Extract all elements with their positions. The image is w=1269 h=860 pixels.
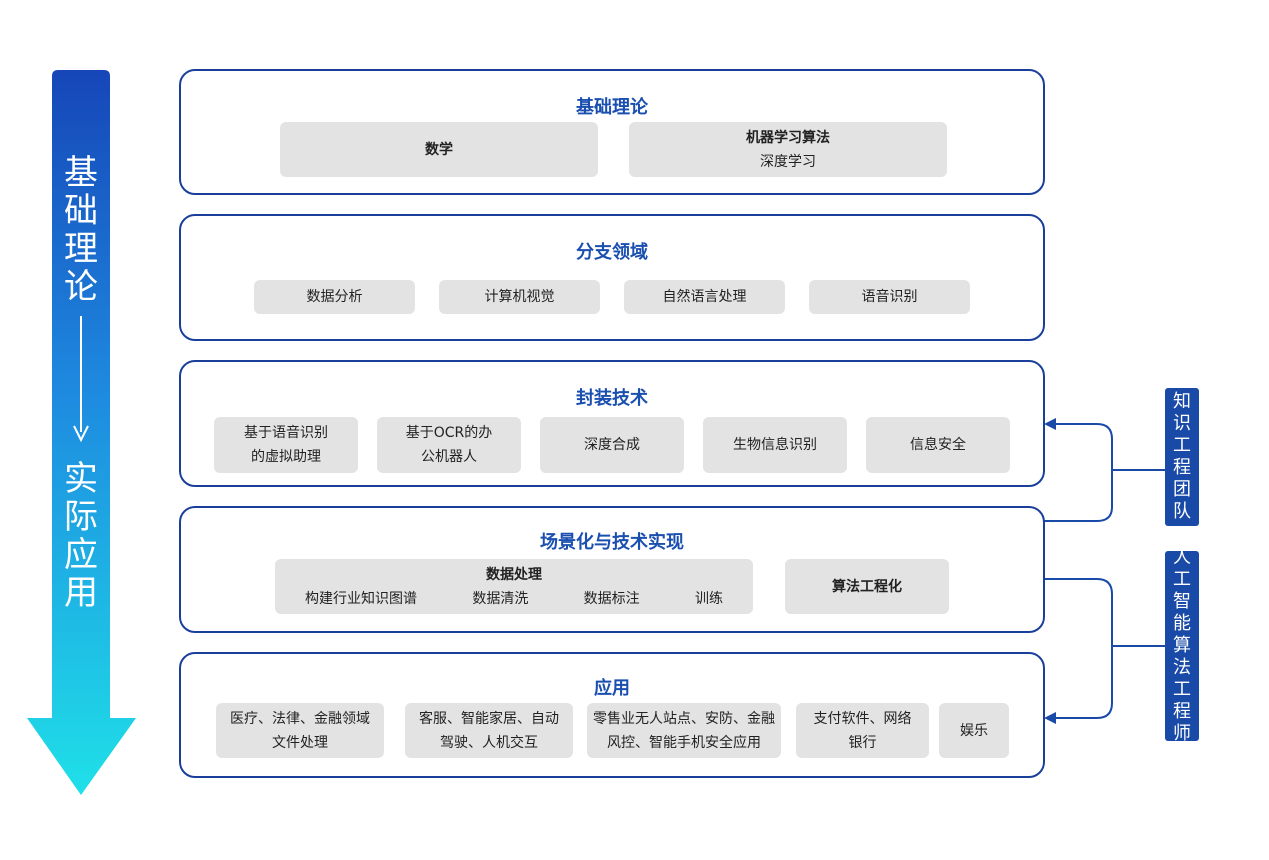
box-app-medical-legal: 医疗、法律、金融领域 文件处理 (216, 703, 384, 758)
team-knowledge-engineering-label: 知识工程团队 (1173, 391, 1191, 522)
team-knowledge-engineering: 知识工程团队 (1165, 388, 1199, 526)
box-app-medical-legal-line2: 文件处理 (272, 734, 328, 751)
layer-title-basic-theory: 基础理论 (576, 97, 648, 118)
box-data-processing-title: 数据处理 (486, 566, 542, 583)
layer-application: 应用 医疗、法律、金融领域 文件处理 客服、智能家居、自动 驾驶、人机交互 零售… (179, 652, 1045, 778)
box-virtual-assistant-line2: 的虚拟助理 (251, 449, 321, 465)
layer-basic-theory: 基础理论 数学 机器学习算法 深度学习 (179, 69, 1045, 195)
box-app-retail-security-line1: 零售业无人站点、安防、金融 (593, 710, 775, 727)
box-app-service-home-line2: 驾驶、人机交互 (440, 734, 538, 751)
step-data-labeling: 数据标注 (583, 590, 640, 607)
layer-scenario-implementation: 场景化与技术实现 数据处理 构建行业知识图谱 数据清洗 数据标注 训练 算法工程… (179, 506, 1045, 633)
step-knowledge-graph: 构建行业知识图谱 (305, 590, 417, 607)
box-ocr-robot: 基于OCR的办 公机器人 (377, 417, 521, 473)
box-math: 数学 (280, 122, 598, 177)
box-info-security-label: 信息安全 (910, 437, 966, 453)
box-deep-synthesis: 深度合成 (540, 417, 684, 473)
box-algorithm-engineering: 算法工程化 (785, 559, 949, 614)
box-ml-algorithms: 机器学习算法 深度学习 (629, 122, 947, 177)
box-app-payment: 支付软件、网络 银行 (796, 703, 929, 758)
box-algorithm-engineering-label: 算法工程化 (832, 578, 902, 595)
box-virtual-assistant: 基于语音识别 的虚拟助理 (214, 417, 358, 473)
box-app-medical-legal-line1: 医疗、法律、金融领域 (230, 710, 370, 727)
box-ml-sub: 深度学习 (760, 153, 816, 170)
team-ai-algorithm-engineer-label: 人工智能算法工程师 (1173, 547, 1191, 744)
box-data-processing: 数据处理 构建行业知识图谱 数据清洗 数据标注 训练 (275, 559, 753, 614)
box-app-retail-security: 零售业无人站点、安防、金融 风控、智能手机安全应用 (587, 703, 781, 758)
box-virtual-assistant-line1: 基于语音识别 (244, 425, 328, 441)
box-app-payment-line2: 银行 (848, 734, 877, 751)
box-app-payment-line1: 支付软件、网络 (813, 710, 912, 727)
layer-branch-fields: 分支领域 数据分析 计算机视觉 自然语言处理 语音识别 (179, 214, 1045, 341)
step-data-cleaning: 数据清洗 (472, 590, 529, 607)
box-app-service-home-line1: 客服、智能家居、自动 (419, 710, 559, 727)
box-biometrics: 生物信息识别 (703, 417, 847, 473)
box-app-retail-security-line2: 风控、智能手机安全应用 (607, 734, 761, 751)
theory-to-application-arrow (27, 70, 136, 795)
layer-title-scenario: 场景化与技术实现 (540, 532, 684, 553)
box-info-security: 信息安全 (866, 417, 1010, 473)
box-app-entertainment-label: 娱乐 (960, 722, 988, 739)
box-speech-recognition: 语音识别 (809, 280, 970, 314)
box-computer-vision: 计算机视觉 (439, 280, 600, 314)
layer-title-packaging: 封装技术 (576, 388, 648, 409)
box-ml-title: 机器学习算法 (746, 129, 830, 146)
data-processing-steps: 构建行业知识图谱 数据清洗 数据标注 训练 (275, 587, 753, 611)
layer-title-application: 应用 (594, 678, 630, 699)
box-math-label: 数学 (425, 141, 453, 158)
layer-packaging-tech: 封装技术 基于语音识别 的虚拟助理 基于OCR的办 公机器人 深度合成 生物信息… (179, 360, 1045, 487)
step-training: 训练 (694, 590, 723, 607)
box-app-entertainment: 娱乐 (939, 703, 1009, 758)
layer-title-branch: 分支领域 (576, 242, 648, 263)
box-deep-synthesis-label: 深度合成 (584, 437, 640, 453)
box-data-analysis: 数据分析 (254, 280, 415, 314)
box-nlp: 自然语言处理 (624, 280, 785, 314)
side-label-theory: 基础理论 (64, 153, 98, 307)
box-app-service-home: 客服、智能家居、自动 驾驶、人机交互 (405, 703, 573, 758)
box-biometrics-label: 生物信息识别 (733, 437, 817, 453)
side-label-application: 实际应用 (64, 459, 98, 613)
box-ocr-robot-line1: 基于OCR的办 (405, 425, 493, 441)
box-ocr-robot-line2: 公机器人 (421, 449, 477, 465)
team-ai-algorithm-engineer: 人工智能算法工程师 (1165, 547, 1199, 744)
